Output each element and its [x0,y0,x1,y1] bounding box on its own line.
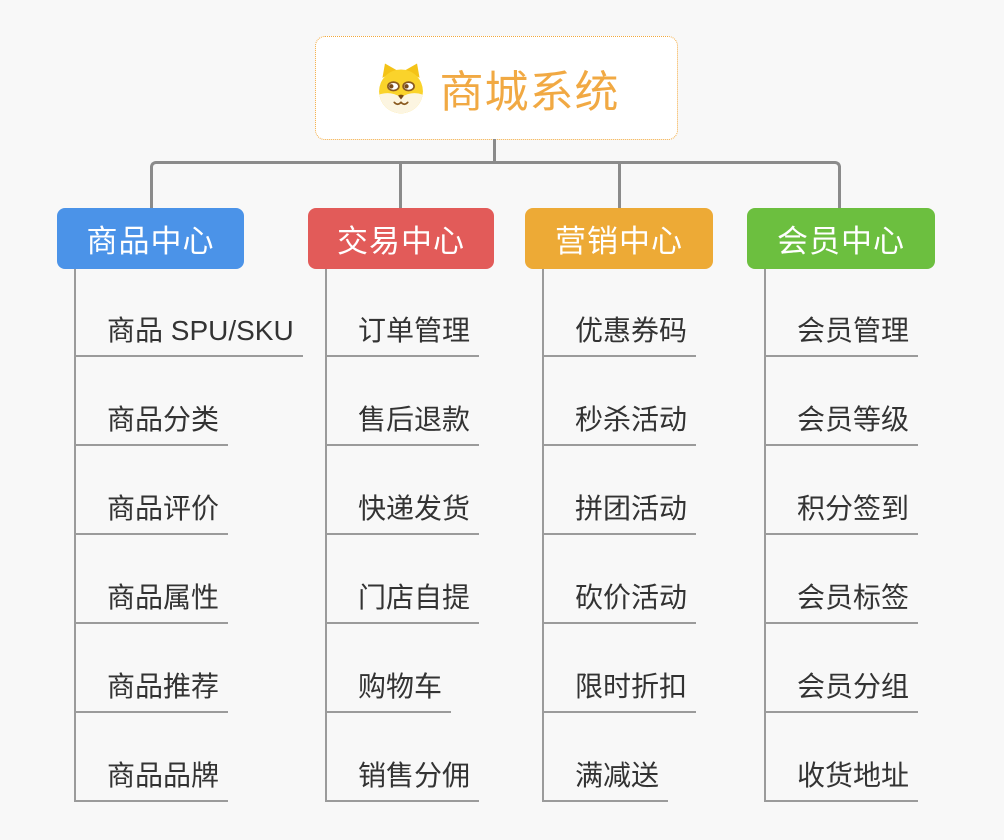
connector-horizontal-line [248,161,743,164]
connector-bracket-left [150,161,250,208]
root-title: 商城系统 [439,68,620,117]
leaf-node[interactable]: 积分签到 [764,491,919,535]
branch-spine-line [764,269,766,802]
branch-spine-line [542,269,544,802]
leaf-node[interactable]: 商品评价 [74,491,229,535]
dog-face-icon [374,61,428,115]
leaf-node[interactable]: 限时折扣 [542,669,697,713]
branch-node-4[interactable]: 会员中心 [747,208,935,269]
leaf-node[interactable]: 优惠券码 [542,313,697,357]
root-stem-line [493,139,496,164]
leaf-node[interactable]: 满减送 [542,758,669,802]
leaf-node[interactable]: 砍价活动 [542,580,697,624]
leaf-node[interactable]: 商品分类 [74,402,229,446]
branch-spine-line [325,269,327,802]
branch-node-2[interactable]: 交易中心 [308,208,494,269]
leaf-node[interactable]: 拼团活动 [542,491,697,535]
leaf-node[interactable]: 会员标签 [764,580,919,624]
leaf-node[interactable]: 订单管理 [325,313,480,357]
leaf-node[interactable]: 销售分佣 [325,758,480,802]
branch-spine-line [74,269,76,802]
leaf-node[interactable]: 商品推荐 [74,669,229,713]
leaf-node[interactable]: 商品 SPU/SKU [74,313,303,357]
leaf-node[interactable]: 会员管理 [764,313,919,357]
leaf-node[interactable]: 商品品牌 [74,758,229,802]
branch-node-1[interactable]: 商品中心 [57,208,244,269]
leaf-node[interactable]: 售后退款 [325,402,480,446]
branch-label: 营销中心 [555,224,683,259]
branch-label: 交易中心 [337,224,465,259]
leaf-node[interactable]: 商品属性 [74,580,229,624]
leaf-node[interactable]: 门店自提 [325,580,480,624]
leaf-node[interactable]: 会员等级 [764,402,919,446]
leaf-node[interactable]: 快递发货 [325,491,480,535]
connector-bracket-right [741,161,841,208]
branch-label: 商品中心 [86,224,215,259]
leaf-node[interactable]: 收货地址 [764,758,919,802]
leaf-node[interactable]: 购物车 [325,669,452,713]
leaf-node[interactable]: 秒杀活动 [542,402,697,446]
root-node[interactable]: 商城系统 [315,36,678,140]
branch-label: 会员中心 [777,224,905,259]
branch-node-3[interactable]: 营销中心 [525,208,713,269]
leaf-node[interactable]: 会员分组 [764,669,919,713]
connector-drop-line [618,161,621,208]
connector-drop-line [399,161,402,208]
